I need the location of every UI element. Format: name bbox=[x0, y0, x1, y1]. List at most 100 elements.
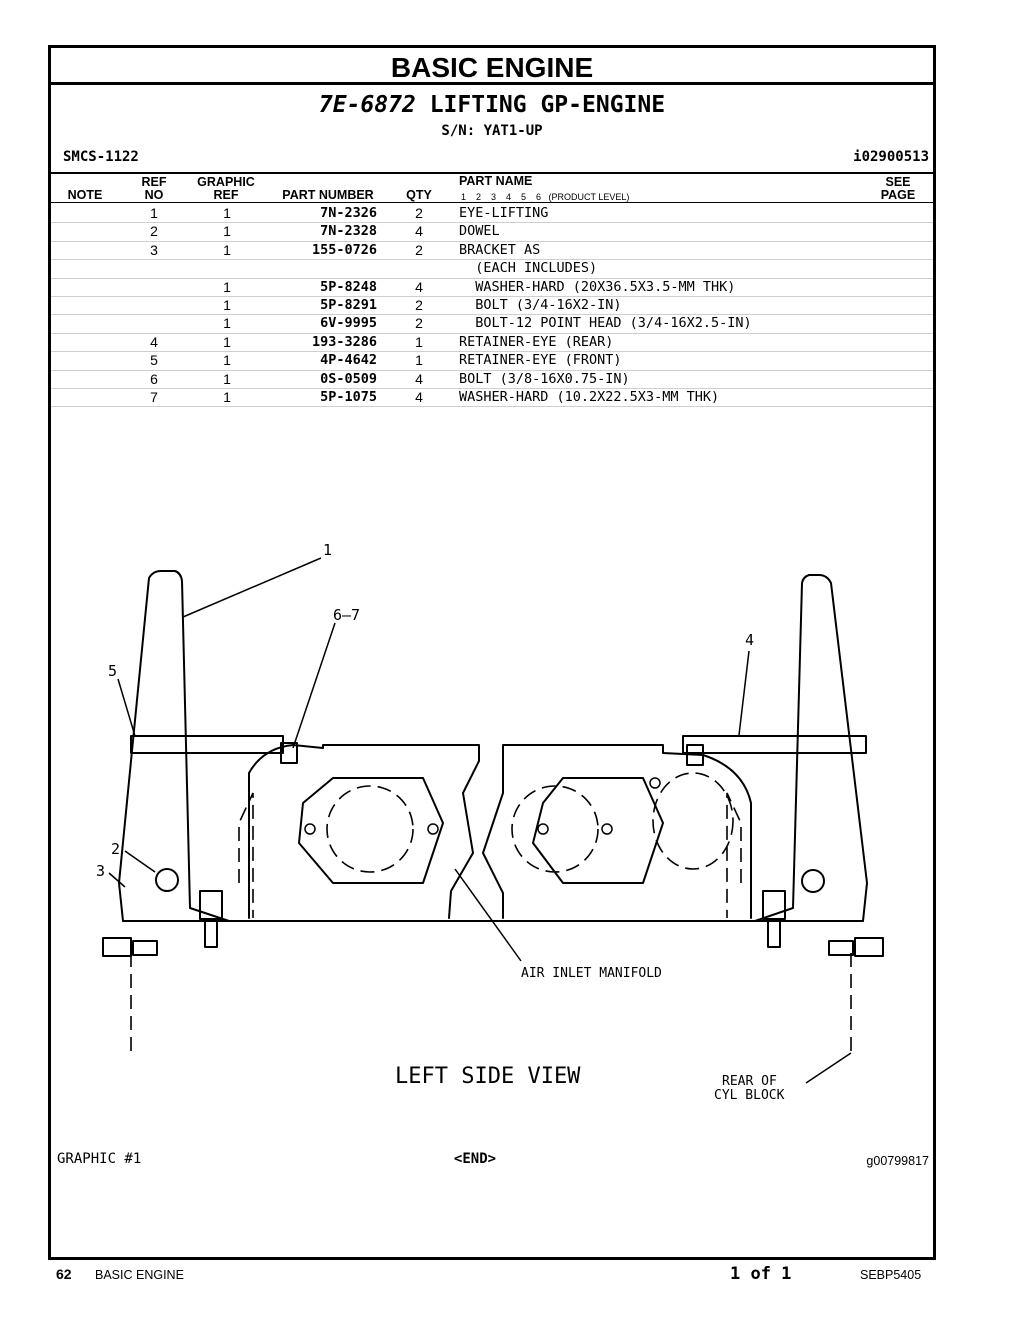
graphic-ref-cell: 1 bbox=[223, 389, 231, 405]
right-housing-outline bbox=[726, 792, 742, 918]
part-name-cell: RETAINER-EYE (FRONT) bbox=[459, 352, 622, 369]
leader-5 bbox=[117, 678, 136, 737]
right-flange bbox=[532, 777, 664, 884]
qty-cell: 4 bbox=[415, 223, 423, 240]
leader-3 bbox=[108, 872, 126, 888]
illustration-id: i02900513 bbox=[853, 149, 929, 165]
callout-1: 1 bbox=[323, 541, 332, 559]
front-retainer-eye bbox=[130, 735, 284, 754]
smcs-code: SMCS-1122 bbox=[63, 149, 139, 165]
graphic-ref-cell: 1 bbox=[223, 333, 231, 350]
ref-no-cell: 5 bbox=[150, 352, 158, 369]
left-dowel bbox=[155, 868, 179, 892]
leader-1 bbox=[182, 557, 322, 618]
ref-no-cell: 2 bbox=[150, 223, 158, 240]
graphic-ref-cell: 1 bbox=[223, 315, 231, 332]
part-name-cell: BOLT (3/4-16X2-IN) bbox=[459, 297, 622, 313]
graphic-ref-cell: 1 bbox=[223, 352, 231, 369]
graphic-ref-cell: 1 bbox=[223, 223, 231, 240]
header-graphic-ref: GRAPHIC REF bbox=[192, 176, 260, 202]
rear-retainer-eye bbox=[682, 735, 867, 754]
leader-4 bbox=[738, 650, 750, 736]
bolt-right-manifold bbox=[762, 890, 786, 920]
ref-no-cell: 7 bbox=[150, 389, 158, 405]
left-flange bbox=[298, 777, 444, 884]
footer-section: BASIC ENGINE bbox=[95, 1268, 184, 1282]
callout-4: 4 bbox=[745, 631, 754, 649]
manifold-left-half bbox=[248, 744, 480, 919]
header-graphic-ref-line1: GRAPHIC bbox=[197, 175, 255, 189]
callout-2: 2 bbox=[111, 840, 120, 858]
left-lifting-eye bbox=[118, 570, 230, 922]
serial-number: S/N: YAT1-UP bbox=[441, 123, 543, 139]
qty-cell: 4 bbox=[415, 370, 423, 387]
section-title: BASIC ENGINE bbox=[51, 48, 933, 85]
part-number-cell: 7N-2326 bbox=[320, 205, 377, 221]
header-qty: QTY bbox=[406, 188, 432, 202]
bolt-right-manifold-shank bbox=[767, 920, 781, 948]
qty-cell: 4 bbox=[415, 278, 423, 295]
right-port bbox=[511, 785, 599, 873]
part-name-cell: BRACKET AS bbox=[459, 241, 541, 258]
part-name-cell: WASHER-HARD (10.2X22.5X3-MM THK) bbox=[459, 389, 720, 405]
graphic-ref-cell: 1 bbox=[223, 241, 231, 258]
part-name-cell: (EACH INCLUDES) bbox=[459, 260, 598, 277]
table-row: (EACH INCLUDES) bbox=[51, 259, 933, 279]
part-number-cell: 0S-0509 bbox=[320, 370, 377, 387]
graphic-ref-cell: 1 bbox=[223, 297, 231, 313]
graphic-ref-cell: 1 bbox=[223, 205, 231, 221]
footer-doc-number: SEBP5405 bbox=[860, 1268, 922, 1282]
end-marker: <END> bbox=[453, 1151, 497, 1167]
header-see-page-line1: SEE bbox=[885, 175, 911, 189]
table-header-bottom-rule bbox=[51, 202, 933, 203]
part-number-cell: 155-0726 bbox=[311, 241, 377, 258]
ref-no-cell: 1 bbox=[150, 205, 158, 221]
bolt-left-manifold bbox=[199, 890, 223, 920]
header-ref-no-line1: REF bbox=[141, 175, 167, 189]
leader-2 bbox=[124, 850, 156, 873]
callout-3: 3 bbox=[96, 862, 105, 880]
part-number-cell: 5P-8248 bbox=[320, 278, 377, 295]
part-name-cell: DOWEL bbox=[459, 223, 500, 240]
ref-no-cell: 6 bbox=[150, 370, 158, 387]
qty-cell: 2 bbox=[415, 297, 423, 313]
flange-hole-3 bbox=[537, 823, 549, 835]
part-name-cell: BOLT (3/8-16X0.75-IN) bbox=[459, 370, 630, 387]
ref-no-cell: 3 bbox=[150, 241, 158, 258]
cyl-block-label: CYL BLOCK bbox=[714, 1088, 785, 1103]
right-port-inner bbox=[652, 772, 734, 870]
bolt-6-7 bbox=[280, 742, 298, 764]
qty-cell: 2 bbox=[415, 205, 423, 221]
bolt-4 bbox=[686, 744, 704, 766]
footer-page-number: 62 bbox=[56, 1266, 72, 1282]
flange-hole-1 bbox=[304, 823, 316, 835]
bolt-left-inner bbox=[132, 940, 158, 956]
qty-cell: 2 bbox=[415, 315, 423, 332]
table-row: 2 1 7N-2328 4 DOWEL bbox=[51, 222, 933, 242]
part-name-cell: BOLT-12 POINT HEAD (3/4-16X2.5-IN) bbox=[459, 315, 752, 332]
air-inlet-manifold-label: AIR INLET MANIFOLD bbox=[521, 966, 662, 981]
graphic-label: GRAPHIC #1 bbox=[57, 1151, 142, 1167]
table-header-top-rule bbox=[51, 172, 933, 174]
rear-of-label: REAR OF bbox=[722, 1074, 777, 1089]
bolt-right-outer bbox=[854, 937, 884, 957]
graphic-id: g00799817 bbox=[866, 1154, 929, 1168]
bolt-left-outer bbox=[102, 937, 132, 957]
bolt-left-manifold-shank bbox=[204, 920, 218, 948]
left-side-view-label: LEFT SIDE VIEW bbox=[395, 1064, 581, 1089]
manifold-right-half bbox=[482, 744, 752, 919]
left-port bbox=[326, 785, 414, 873]
header-note: NOTE bbox=[67, 188, 103, 202]
qty-cell: 1 bbox=[415, 352, 423, 369]
header-part-number: PART NUMBER bbox=[282, 188, 374, 202]
part-number-cell: 7N-2328 bbox=[320, 223, 377, 240]
header-graphic-ref-line2: REF bbox=[213, 188, 239, 202]
flange-hole-5 bbox=[649, 777, 661, 789]
